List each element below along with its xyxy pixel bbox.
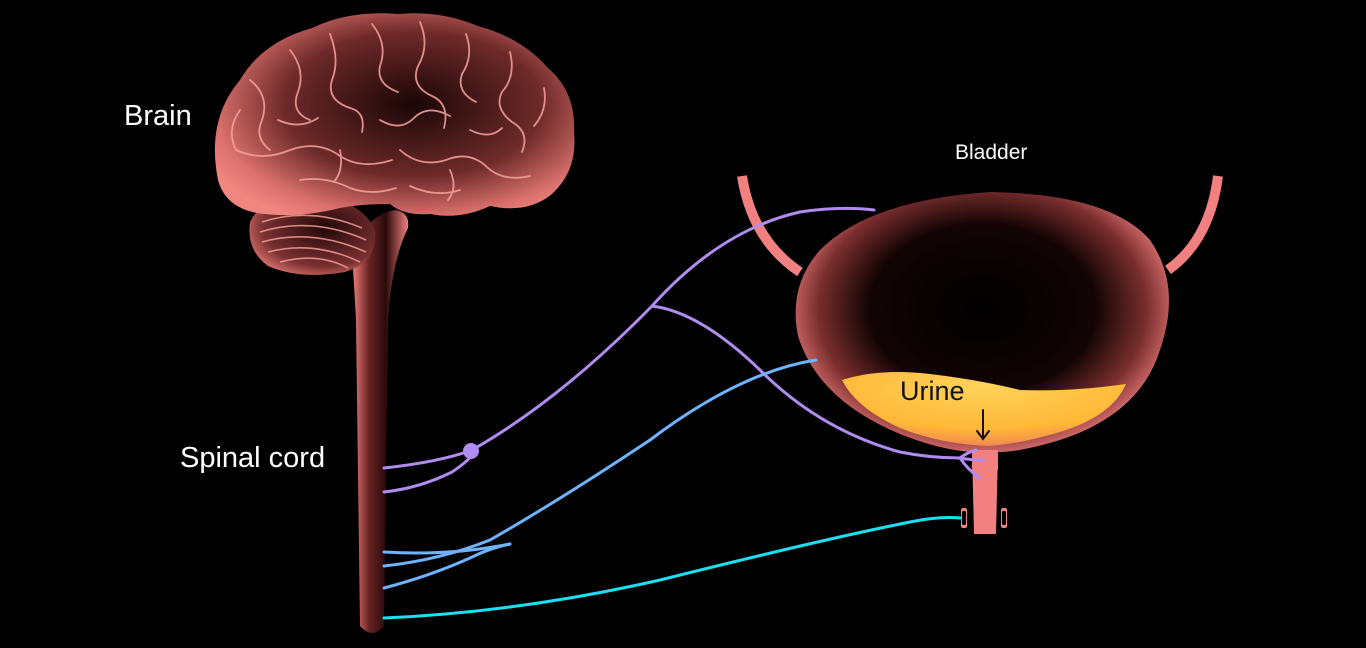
nerve-purple-upper	[382, 206, 876, 470]
brain-label: Brain	[124, 100, 192, 132]
brain-icon	[214, 13, 575, 216]
bladder-label: Bladder	[955, 141, 1028, 164]
spinal-cord-label: Spinal cord	[180, 442, 326, 474]
nerve-cyan	[382, 516, 962, 620]
nerve-purple-branch	[650, 304, 962, 460]
urine-fill	[842, 372, 1126, 446]
cerebellum-folds-icon	[259, 214, 367, 269]
nerve-purple-lower	[382, 450, 476, 494]
ganglion-node	[463, 443, 479, 459]
urine-label: Urine	[900, 376, 965, 406]
nerve-blue-main	[382, 358, 818, 568]
right-ureter	[1165, 175, 1223, 275]
urethra	[972, 450, 998, 534]
left-ureter	[737, 175, 803, 277]
flow-arrow-icon	[976, 409, 990, 441]
spinal-cord	[352, 210, 409, 633]
brain-gyri-icon	[230, 21, 546, 201]
blue-nerves	[382, 358, 818, 590]
